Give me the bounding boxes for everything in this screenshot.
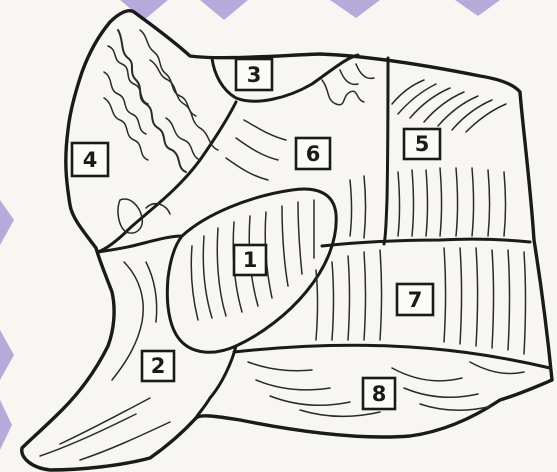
cut-label-2: 2	[142, 351, 174, 381]
cut-label-1: 1	[234, 245, 266, 275]
cut-label-text: 5	[415, 132, 430, 156]
cut-label-4: 4	[72, 143, 108, 176]
cut-label-text: 4	[83, 148, 98, 172]
cut-label-text: 8	[372, 382, 387, 406]
cut-label-text: 2	[151, 354, 166, 378]
rib-texture-5	[392, 80, 506, 132]
cut-label-text: 6	[306, 142, 321, 166]
cut-label-text: 1	[243, 248, 258, 272]
cut-label-3: 3	[236, 59, 272, 90]
cut-label-6: 6	[296, 138, 330, 169]
cut-label-5: 5	[404, 129, 440, 159]
cut-label-text: 7	[408, 288, 423, 312]
divider-7-8	[234, 345, 550, 368]
divider-5-7	[322, 239, 530, 246]
cut-label-7: 7	[397, 284, 433, 315]
rib-texture-upper	[350, 168, 506, 238]
cut-label-8: 8	[363, 378, 395, 409]
divider-5-6	[384, 58, 388, 244]
divider-4-6	[98, 102, 236, 252]
divider-2-bottom	[196, 346, 236, 418]
divider-3	[212, 55, 358, 101]
cut-label-text: 3	[247, 63, 262, 87]
